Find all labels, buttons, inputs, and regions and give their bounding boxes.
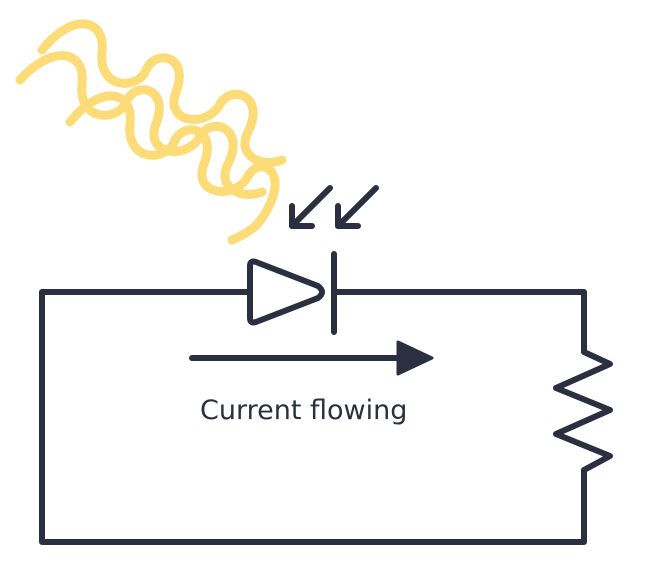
incoming-light-arrows bbox=[289, 185, 379, 229]
photodiode-symbol bbox=[247, 251, 337, 335]
light-arrow-2 bbox=[335, 185, 379, 229]
diode-triangle bbox=[247, 258, 325, 326]
light-waves-icon bbox=[15, 19, 287, 245]
current-arrow-icon bbox=[189, 340, 434, 376]
circuit-wire-right bbox=[334, 289, 587, 352]
light-arrow-1 bbox=[289, 185, 333, 229]
light-wave-1 bbox=[37, 19, 287, 167]
light-wave-3 bbox=[65, 91, 280, 245]
light-wave-2 bbox=[15, 51, 267, 199]
circuit-wire bbox=[39, 289, 587, 545]
current-flowing-label: Current flowing bbox=[200, 395, 407, 426]
resistor-symbol bbox=[553, 349, 613, 481]
